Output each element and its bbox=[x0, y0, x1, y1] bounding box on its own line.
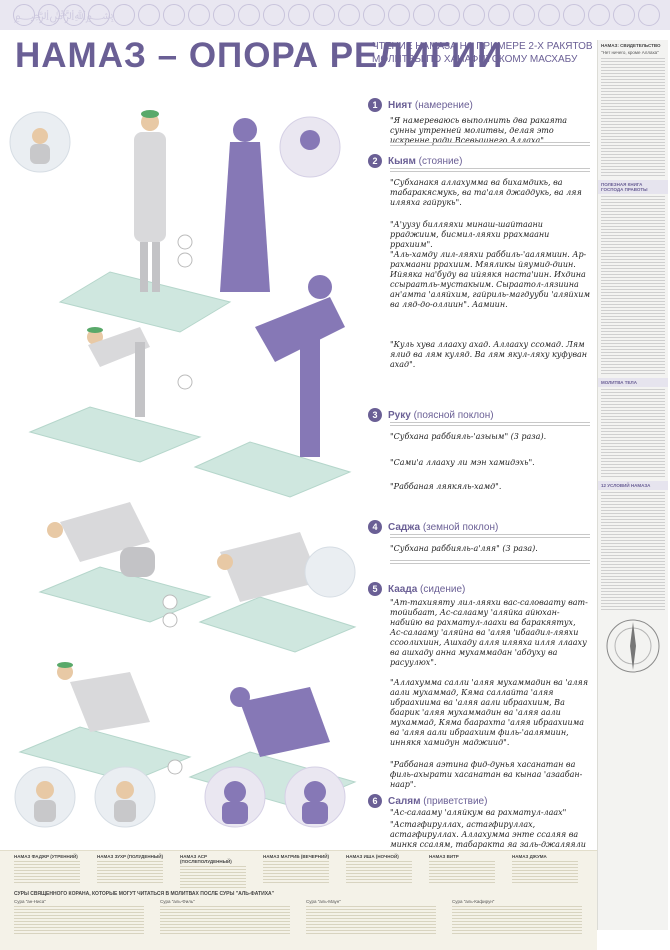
footer-column: НАМАЗ ЗУХР (ПОЛУДЕННЫЙ) bbox=[97, 854, 163, 883]
step-2-text bbox=[390, 168, 590, 174]
step-2-taawwuz: "А'уузу билляяхи минаш-шайтаани рраджиим… bbox=[390, 220, 550, 249]
sidebar-section-book: ПОЛЕЗНАЯ КНИГА ГОСПОДА ПРАВОТЫ bbox=[598, 180, 668, 194]
step-1-header: 1 Ният (намерение) bbox=[368, 98, 473, 112]
step-number: 2 bbox=[368, 154, 382, 168]
sidebar-text bbox=[601, 196, 665, 374]
step-6-header: 6 Салям (приветствие) bbox=[368, 794, 487, 808]
step-3-qawma: "Сами'а ллааху ли мэн хамидэхь". bbox=[390, 458, 535, 467]
step-number: 6 bbox=[368, 794, 382, 808]
step-note: (земной поклон) bbox=[422, 521, 499, 533]
footer-column: НАМАЗ ДЖУМА bbox=[512, 854, 578, 883]
sidebar-quote: "Нет ничего, кроме Аллаха" bbox=[601, 50, 659, 55]
step-5-salawat: "Аллахумма салли 'аляя мухаммадин ва 'ал… bbox=[390, 678, 589, 747]
step-4-text bbox=[390, 534, 590, 540]
footer-column: НАМАЗ ФАДЖР (УТРЕННИЙ) bbox=[14, 854, 80, 883]
step-note: (сидение) bbox=[420, 583, 466, 595]
step-note: (намерение) bbox=[414, 99, 473, 111]
surah-column: Сура "аль-Маун" bbox=[306, 899, 436, 934]
step-3-tahmid: "Раббаная ляякяль-хамд". bbox=[390, 482, 502, 491]
sidebar-section-body: МОЛИТВА ТЕЛА bbox=[598, 378, 668, 387]
step-2-fatiha: "Субханакя аллахумма ва бихамдикь, ва та… bbox=[390, 178, 582, 207]
prayer-steps: 1 Ният (намерение) "Я намереваюсь выполн… bbox=[362, 92, 594, 859]
step-number: 3 bbox=[368, 408, 382, 422]
step-title: Саджа bbox=[388, 521, 421, 533]
footer-column: НАМАЗ АСР (ПОСЛЕПОЛУДЕННЫЙ) bbox=[180, 854, 246, 888]
surah-column: Сура "аль-Филь" bbox=[160, 899, 290, 934]
step-number: 1 bbox=[368, 98, 382, 112]
footer-column: НАМАЗ МАГРИБ (ВЕЧЕРНИЙ) bbox=[263, 854, 329, 883]
prayer-positions-illustration bbox=[9, 110, 357, 828]
step-title: Салям bbox=[388, 795, 421, 807]
step-6-salam: "Ас-салааму 'аляйкум ва рахматул-лаах" bbox=[390, 808, 567, 817]
step-3-ruku-tasbih: "Субхана раббияль-'азыым" (3 раза). bbox=[390, 432, 547, 441]
step-5-tashahhud: "Ат-тахияяту лил-ляяхи вас-саловаату ват… bbox=[390, 598, 588, 667]
step-note: (приветствие) bbox=[423, 795, 488, 807]
step-4-header: 4 Саджа (земной поклон) bbox=[368, 520, 498, 534]
footer-column: НАМАЗ ВИТР bbox=[429, 854, 495, 883]
prayer-times-footer: НАМАЗ ФАДЖР (УТРЕННИЙ) НАМАЗ ЗУХР (ПОЛУД… bbox=[0, 850, 597, 950]
compass-icon bbox=[606, 619, 660, 673]
step-2-illustration bbox=[28, 275, 352, 498]
sidebar-text bbox=[601, 58, 665, 176]
info-sidebar: НАМАЗ: СВИДЕТЕЛЬСТВО "Нет ничего, кроме … bbox=[597, 40, 668, 930]
step-3-illustration bbox=[38, 502, 357, 653]
step-4-text-2 bbox=[390, 560, 590, 566]
page-subtitle: ЧТЕНИЕ НАМАЗА НА ПРИМЕРЕ 2-Х РАКЯТОВ МОЛ… bbox=[372, 41, 593, 65]
step-title: Ният bbox=[388, 99, 413, 111]
step-3-header: 3 Руку (поясной поклон) bbox=[368, 408, 494, 422]
step-note: (поясной поклон) bbox=[413, 409, 494, 421]
sidebar-text bbox=[601, 492, 665, 610]
surah-section-title: СУРЫ СВЯЩЕННОГО КОРАНА, КОТОРЫЕ МОГУТ ЧИ… bbox=[14, 891, 275, 897]
step-title: Каада bbox=[388, 583, 418, 595]
surah-column: Сура "аль-Кафирун" bbox=[452, 899, 582, 934]
step-5-header: 5 Каада (сидение) bbox=[368, 582, 465, 596]
salam-portraits bbox=[14, 766, 346, 828]
step-3-text bbox=[390, 422, 590, 428]
surah-column: Сура "ан-Ниса" bbox=[14, 899, 144, 934]
step-1-illustration bbox=[9, 110, 341, 333]
step-1-text bbox=[390, 142, 590, 148]
step-2-fatiha-surah: "Аль-хамду лил-ляяхи раббиль-'аалямиин. … bbox=[390, 250, 591, 309]
banner-ornament bbox=[13, 4, 660, 26]
step-4-sujud-tasbih: "Субхана раббияль-а'ляя" (3 раза). bbox=[390, 544, 538, 553]
step-1-fatiha: "Я намереваюсь выполнить два ракаята сун… bbox=[390, 116, 568, 145]
sidebar-title: НАМАЗ: СВИДЕТЕЛЬСТВО bbox=[601, 43, 661, 48]
step-title: Кыям bbox=[388, 155, 416, 167]
sidebar-text bbox=[601, 389, 665, 477]
footer-column: НАМАЗ ИША (НОЧНОЙ) bbox=[346, 854, 412, 883]
page-title: НАМАЗ – ОПОРА РЕЛИГИИ bbox=[15, 36, 504, 75]
step-5-dua: "Раббаная аэтина фид-дунья хасанатан ва … bbox=[390, 760, 583, 789]
step-2-header: 2 Кыям (стояние) bbox=[368, 154, 462, 168]
step-note: (стояние) bbox=[418, 155, 463, 167]
step-number: 5 bbox=[368, 582, 382, 596]
step-title: Руку bbox=[388, 409, 411, 421]
step-2-ikhlas-surah: "Куль хува ллааху ахад. Аллааху ссомад. … bbox=[390, 340, 588, 369]
ornamental-banner: ﷽ bbox=[0, 0, 670, 30]
step-number: 4 bbox=[368, 520, 382, 534]
sidebar-section-conditions: 12 УСЛОВИЙ НАМАЗА bbox=[598, 481, 668, 490]
